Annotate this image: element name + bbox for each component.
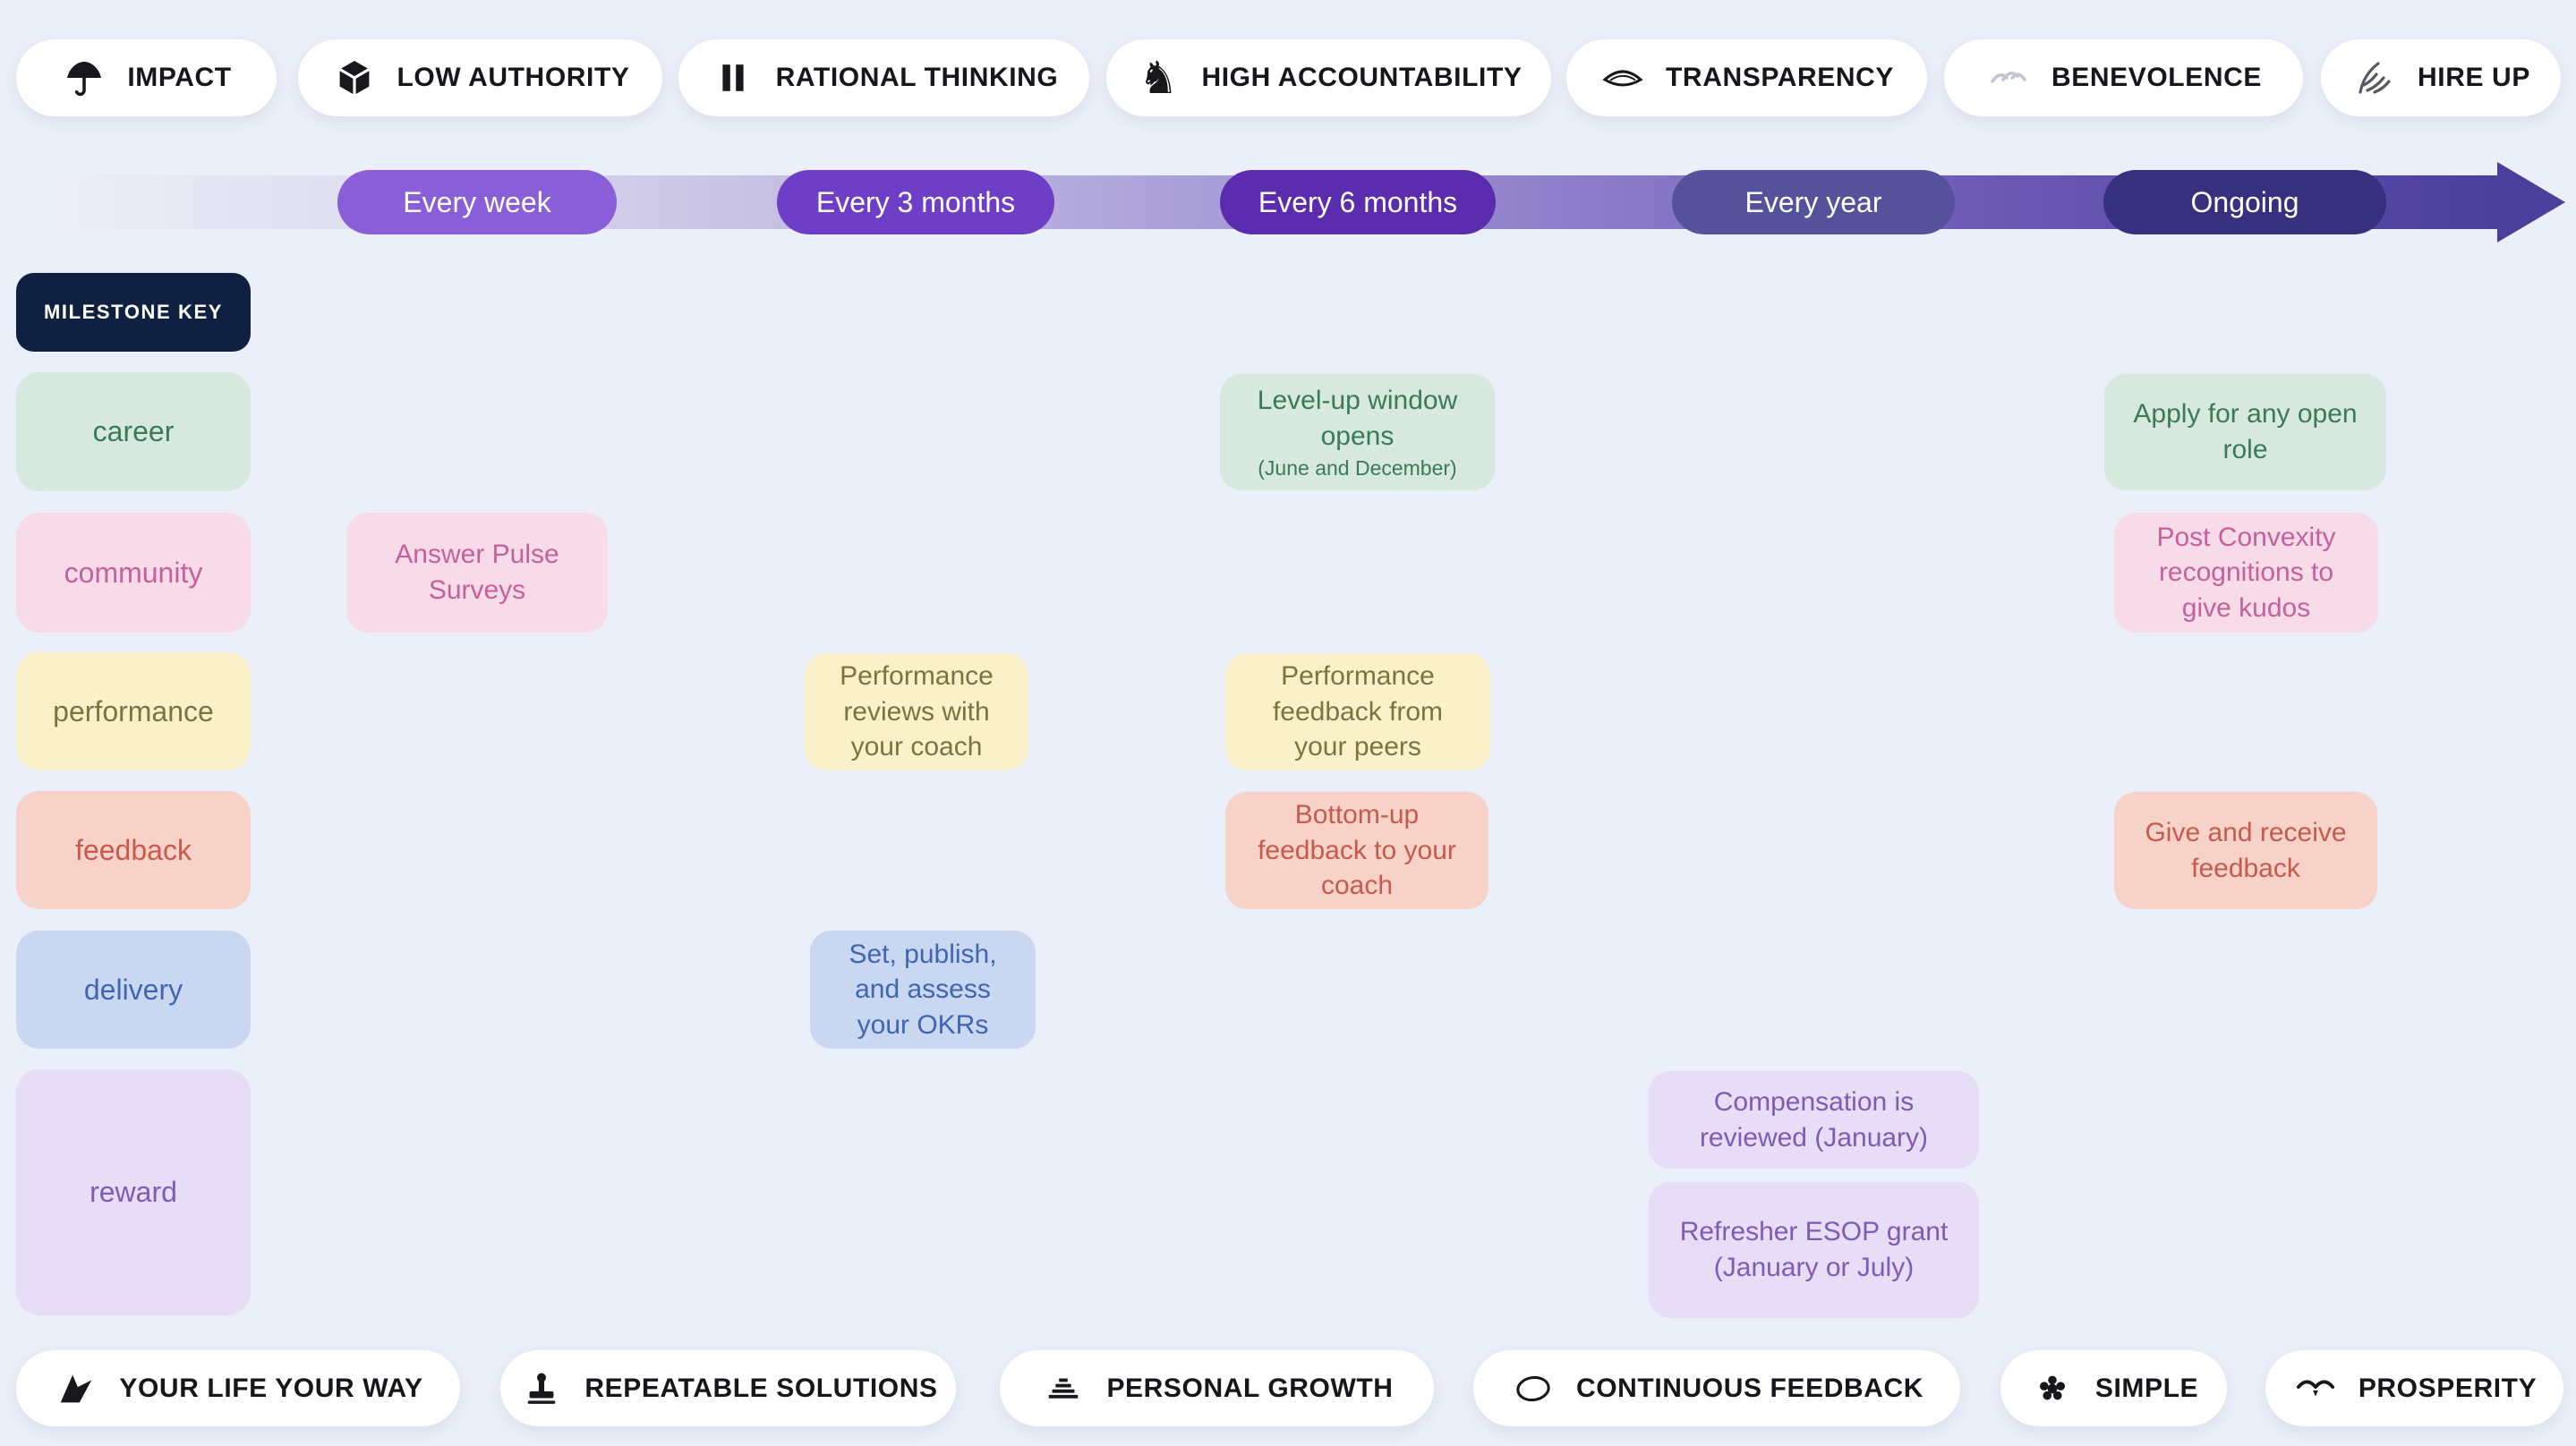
milestone-subtext: (June and December)	[1258, 456, 1457, 481]
badge-label: CONTINUOUS FEEDBACK	[1575, 1373, 1924, 1403]
chess-knight-icon: ♞	[1138, 53, 1180, 103]
category-label-feedback: feedback	[16, 791, 251, 909]
milestone-text: Post Convexity recognitions to give kudo…	[2156, 522, 2336, 623]
value-badge-simple: SIMPLE	[2000, 1350, 2227, 1426]
milestone-card-bottom-up-feedback: Bottom-up feedback to your coach	[1225, 792, 1488, 909]
interval-pill-every-6-months: Every 6 months	[1220, 170, 1496, 234]
cube-icon	[331, 55, 378, 101]
interval-pill-ongoing: Ongoing	[2103, 170, 2386, 234]
interval-label: Every week	[403, 185, 551, 218]
hands-sketch-icon	[1985, 55, 2032, 101]
badge-label: YOUR LIFE YOUR WAY	[119, 1373, 423, 1403]
badge-label: HIRE UP	[2418, 63, 2530, 92]
milestone-card-pulse-surveys: Answer Pulse Surveys	[346, 513, 608, 633]
badge-label: HIGH ACCOUNTABILITY	[1201, 63, 1523, 92]
category-text: feedback	[75, 833, 192, 866]
milestone-text: Bottom-up feedback to your coach	[1258, 800, 1456, 901]
lens-icon	[1599, 55, 1646, 101]
milestone-card-compensation-review: Compensation is reviewed (January)	[1649, 1071, 1979, 1169]
category-label-reward: reward	[16, 1069, 251, 1315]
interval-label: Ongoing	[2190, 185, 2299, 218]
feather-icon	[2351, 55, 2398, 101]
value-badge-rational-thinking: RATIONAL THINKING	[678, 39, 1089, 116]
interval-pill-every-3-months: Every 3 months	[777, 170, 1054, 234]
interval-pill-every-week: Every week	[337, 170, 617, 234]
value-badge-benevolence: BENEVOLENCE	[1944, 39, 2303, 116]
interval-label: Every 6 months	[1258, 185, 1458, 218]
milestone-text: Performance reviews with your coach	[840, 661, 994, 762]
origami-bird-icon	[53, 1365, 99, 1412]
milestone-text: Set, publish, and assess your OKRs	[849, 939, 997, 1040]
milestone-key-label: MILESTONE KEY	[43, 301, 224, 323]
timeline-arrowhead-icon	[2497, 162, 2565, 242]
value-badge-hire-up: HIRE UP	[2321, 39, 2561, 116]
loop-icon	[1510, 1365, 1557, 1412]
value-badge-repeatable-solutions: REPEATABLE SOLUTIONS	[500, 1350, 956, 1426]
category-label-community: community	[16, 513, 251, 633]
badge-label: PROSPERITY	[2358, 1373, 2538, 1403]
badge-label: LOW AUTHORITY	[397, 63, 630, 92]
value-badge-transparency: TRANSPARENCY	[1566, 39, 1927, 116]
value-badge-prosperity: PROSPERITY	[2265, 1350, 2563, 1426]
milestone-card-esop-grant: Refresher ESOP grant (January or July)	[1649, 1182, 1979, 1318]
interval-label: Every 3 months	[815, 185, 1016, 218]
milestone-card-okrs: Set, publish, and assess your OKRs	[810, 931, 1036, 1049]
category-label-delivery: delivery	[16, 931, 251, 1049]
badge-label: BENEVOLENCE	[2051, 63, 2262, 92]
milestone-text: Compensation is reviewed (January)	[1699, 1086, 1929, 1153]
badge-label: REPEATABLE SOLUTIONS	[584, 1373, 938, 1403]
milestone-text: Level-up window opens	[1257, 386, 1458, 451]
milestone-card-give-receive-feedback: Give and receive feedback	[2114, 792, 2377, 909]
interval-pill-every-year: Every year	[1672, 170, 1955, 234]
milestone-text: Give and receive feedback	[2145, 817, 2347, 883]
interval-label: Every year	[1744, 185, 1882, 218]
category-text: career	[92, 415, 175, 447]
value-badge-high-accountability: ♞ HIGH ACCOUNTABILITY	[1106, 39, 1551, 116]
value-badge-impact: IMPACT	[16, 39, 277, 116]
stepped-pyramid-icon	[1040, 1365, 1087, 1412]
milestone-text: Answer Pulse Surveys	[395, 540, 559, 605]
value-badge-your-life-your-way: YOUR LIFE YOUR WAY	[16, 1350, 460, 1426]
badge-label: PERSONAL GROWTH	[1106, 1373, 1394, 1403]
milestone-card-peer-feedback: Performance feedback from your peers	[1225, 653, 1490, 770]
pillars-icon	[710, 55, 756, 101]
umbrella-impact-icon	[61, 55, 107, 101]
category-label-performance: performance	[16, 652, 251, 770]
milestone-key-header: MILESTONE KEY	[16, 273, 251, 352]
milestone-card-coach-reviews: Performance reviews with your coach	[805, 653, 1028, 770]
category-text: reward	[90, 1176, 177, 1208]
milestone-text: Refresher ESOP grant (January or July)	[1679, 1217, 1949, 1282]
rose-icon	[2029, 1365, 2076, 1412]
badge-label: RATIONAL THINKING	[775, 63, 1059, 92]
badge-label: IMPACT	[127, 63, 232, 92]
category-text: performance	[53, 694, 214, 727]
category-text: delivery	[83, 973, 183, 1006]
value-badge-personal-growth: PERSONAL GROWTH	[1000, 1350, 1434, 1426]
milestone-text: Performance feedback from your peers	[1272, 661, 1444, 762]
milestone-text: Apply for any open role	[2133, 399, 2358, 464]
milestone-card-apply-open-role: Apply for any open role	[2104, 374, 2386, 490]
milestone-card-level-up-window: Level-up window opens (June and December…	[1220, 374, 1495, 490]
stamp-icon	[518, 1365, 565, 1412]
value-badge-low-authority: LOW AUTHORITY	[298, 39, 662, 116]
value-badge-continuous-feedback: CONTINUOUS FEEDBACK	[1473, 1350, 1960, 1426]
flying-bird-icon	[2292, 1365, 2339, 1412]
badge-label: TRANSPARENCY	[1666, 63, 1894, 92]
milestone-card-convexity-kudos: Post Convexity recognitions to give kudo…	[2114, 513, 2378, 633]
category-label-career: career	[16, 372, 251, 491]
badge-label: SIMPLE	[2094, 1373, 2199, 1403]
category-text: community	[64, 556, 203, 589]
